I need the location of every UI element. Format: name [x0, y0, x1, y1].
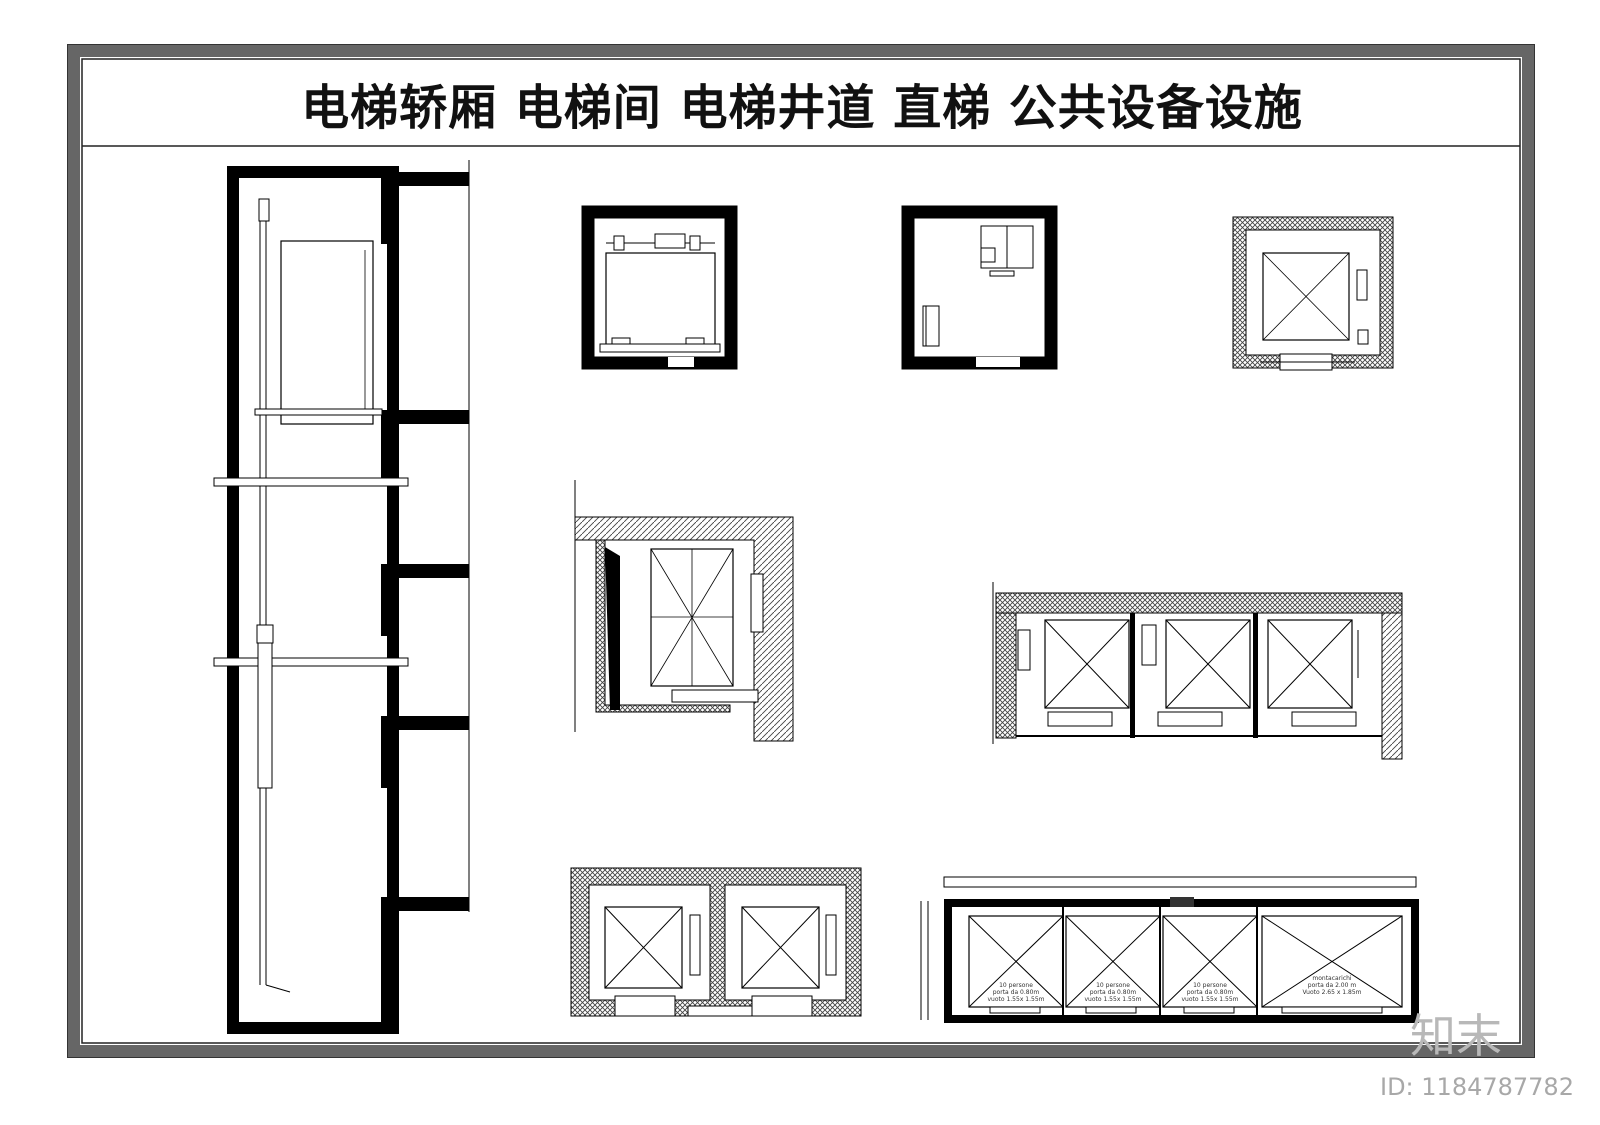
lift-4-line2: porta da 2.00 m: [1308, 982, 1357, 989]
lift-2-line3: vuoto 1.55x 1.55m: [1085, 996, 1142, 1003]
watermark-id: ID: 1184787782: [1380, 1073, 1574, 1101]
sheet-frame: [67, 44, 1535, 1058]
lift-4-line1: montacarichi: [1312, 975, 1352, 982]
plan-triple-lift-bank: [992, 582, 1403, 760]
watermark: 知末 ID: 1184787782: [1380, 1009, 1574, 1101]
lift-1-line2: porta da 0.80m: [993, 989, 1040, 996]
lift-2-line2: porta da 0.80m: [1090, 989, 1137, 996]
watermark-logo: 知末: [1410, 1009, 1502, 1063]
plan-double-lift-bank: [570, 867, 862, 1017]
lift-3-line3: vuoto 1.55x 1.55m: [1182, 996, 1239, 1003]
lift-2-line1: 10 persone: [1096, 982, 1130, 989]
plan-single-lift-b: [574, 480, 794, 742]
plan-single-lift-a: [1232, 216, 1394, 371]
lift-1-line3: vuoto 1.55x 1.55m: [988, 996, 1045, 1003]
lift-3-line2: porta da 0.80m: [1187, 989, 1234, 996]
sheet-title: 电梯轿厢 电梯间 电梯井道 直梯 公共设备设施: [301, 80, 1303, 136]
lift-1-line1: 10 persone: [999, 982, 1033, 989]
plan-car-top-view: [581, 205, 738, 370]
shaft-section: [213, 160, 470, 1034]
plan-machine-room: [901, 205, 1058, 370]
lift-3-line1: 10 persone: [1193, 982, 1227, 989]
lift-4-line3: Vuoto 2.65 x 1.85m: [1302, 989, 1361, 996]
plan-quad-lift-bank: 10 persone porta da 0.80m vuoto 1.55x 1.…: [920, 876, 1419, 1023]
